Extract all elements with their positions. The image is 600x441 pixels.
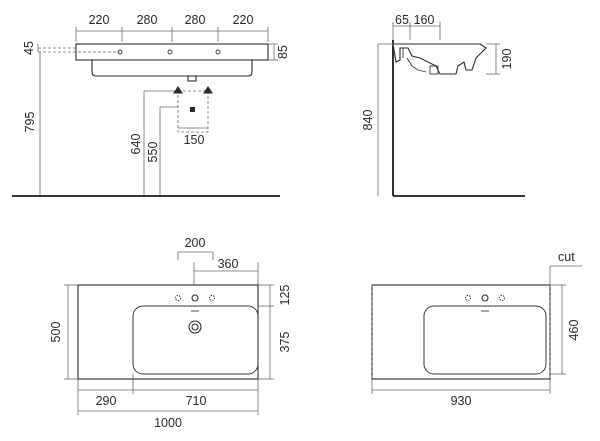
front-tap-hole-right <box>215 49 221 55</box>
plan-basin-outline <box>77 284 259 380</box>
side-dim-840: 840 <box>361 110 375 131</box>
plan-dim-200: 200 <box>185 236 206 250</box>
front-dim-220-left: 220 <box>89 13 110 27</box>
plan-view-right: cut 460 930 <box>371 250 582 408</box>
front-dim-550: 550 <box>146 142 160 163</box>
plan-dim-125: 125 <box>278 285 292 306</box>
plan-dim-500: 500 <box>49 322 63 343</box>
plan-dim-1000: 1000 <box>154 416 182 430</box>
front-dim-640: 640 <box>129 134 143 155</box>
plan-drain-inner <box>191 323 199 331</box>
front-elevation: 220 280 280 220 45 85 795 640 5 <box>12 13 290 197</box>
side-drain <box>429 65 439 75</box>
side-section: 65 160 190 840 <box>361 13 525 197</box>
plan2-dim-460: 460 <box>567 320 581 341</box>
side-basin-profile <box>392 43 487 75</box>
side-basin-inner <box>402 48 427 73</box>
plan2-tap-hole-center <box>481 294 489 302</box>
plan2-tap-hole-left <box>465 295 471 301</box>
front-supply-point-right <box>202 86 214 94</box>
plan-view-left: 200 360 125 375 500 290 710 1000 <box>49 236 292 430</box>
side-dim-160: 160 <box>414 13 435 27</box>
side-dim-65: 65 <box>395 13 409 27</box>
front-dim-280-right: 280 <box>185 13 206 27</box>
plan2-bowl <box>423 305 547 375</box>
side-dim-190: 190 <box>500 49 514 70</box>
front-supply-point-left <box>172 86 184 94</box>
front-dim-280-left: 280 <box>137 13 158 27</box>
plan-tap-hole-right <box>209 295 215 301</box>
plan2-dim-930: 930 <box>451 394 472 408</box>
plan-dim-710: 710 <box>186 394 207 408</box>
front-dim-150: 150 <box>184 133 205 147</box>
plan-tap-hole-center <box>191 294 199 302</box>
front-drain-point <box>190 107 195 112</box>
front-top-dimension-chain: 220 280 280 220 <box>75 13 269 42</box>
plan-tap-hole-left <box>175 295 181 301</box>
front-dim-220-right: 220 <box>233 13 254 27</box>
front-dim-45: 45 <box>22 41 36 55</box>
front-service-zone <box>177 90 209 133</box>
front-dim-795: 795 <box>23 112 37 133</box>
front-basin-bowl <box>91 59 253 77</box>
front-tap-hole-center <box>167 49 173 55</box>
plan-dim-290: 290 <box>96 394 117 408</box>
plan-dim-360: 360 <box>218 257 239 271</box>
plan-bowl <box>132 305 259 375</box>
front-drain-stub <box>187 75 197 82</box>
front-dim-85: 85 <box>276 45 290 59</box>
plan2-cut-label: cut <box>558 250 575 264</box>
plan2-basin-outline <box>371 284 551 380</box>
plan-dim-375: 375 <box>278 332 292 353</box>
plan2-tap-hole-right <box>499 295 505 301</box>
